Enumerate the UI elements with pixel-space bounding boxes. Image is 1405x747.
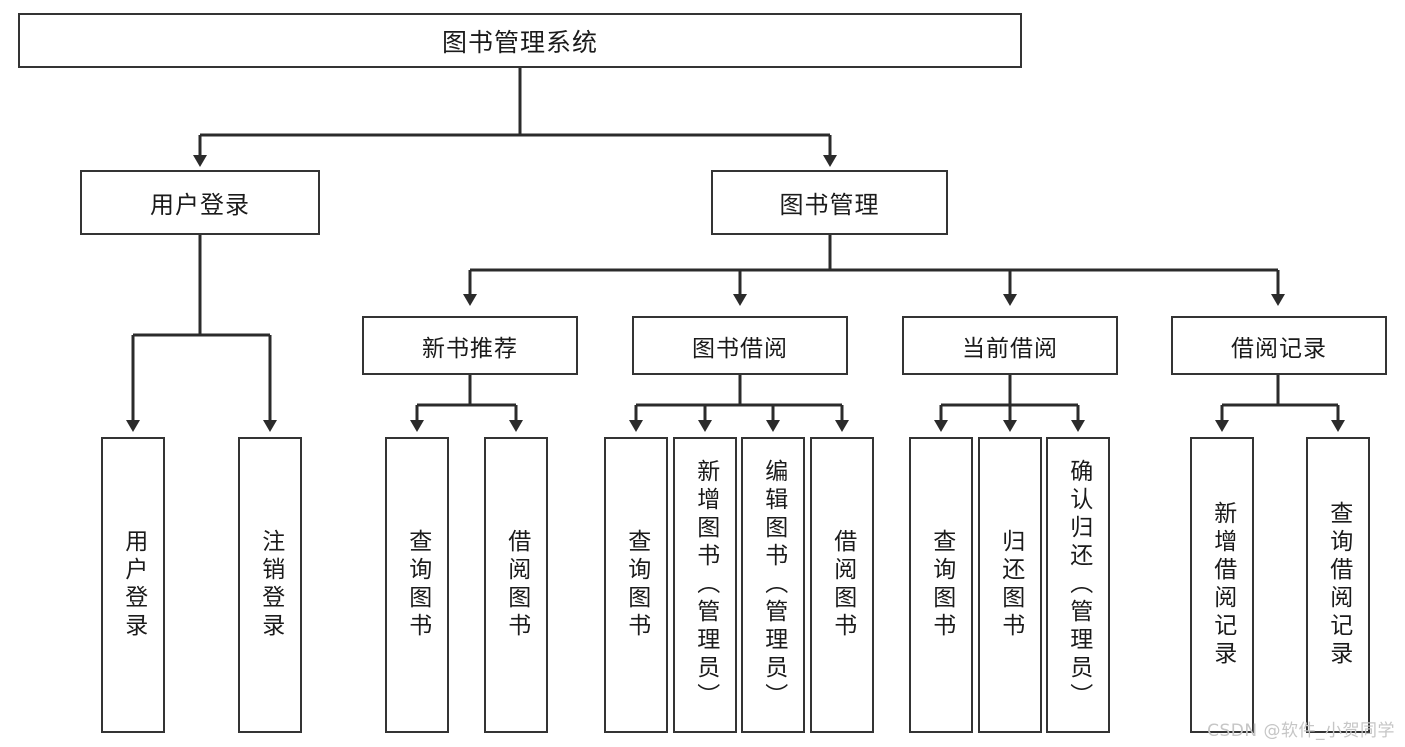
node-label: 新书推荐: [422, 335, 518, 362]
leaf-record-query-record[interactable]: 查询借阅记录: [1306, 437, 1370, 733]
node-label: 查询图书: [623, 529, 650, 641]
leaf-current-query-book[interactable]: 查询图书: [909, 437, 973, 733]
node-label: 借阅图书: [829, 529, 856, 641]
leaf-record-add-record[interactable]: 新增借阅记录: [1190, 437, 1254, 733]
node-book-management[interactable]: 图书管理: [711, 170, 948, 235]
node-label: 用户登录: [120, 529, 147, 641]
node-label: 查询图书: [928, 529, 955, 641]
node-label: 归还图书: [997, 529, 1024, 641]
node-root-system[interactable]: 图书管理系统: [18, 13, 1022, 68]
node-label: 注销登录: [257, 529, 284, 641]
node-label: 用户登录: [150, 191, 250, 219]
node-current-borrow[interactable]: 当前借阅: [902, 316, 1118, 375]
node-label: 确认归还（管理员）: [1065, 459, 1092, 711]
watermark-text: CSDN @软件_小贺同学: [1207, 721, 1395, 741]
node-new-book-recommend[interactable]: 新书推荐: [362, 316, 578, 375]
node-label: 图书管理系统: [441, 27, 598, 57]
leaf-current-return-book[interactable]: 归还图书: [978, 437, 1042, 733]
leaf-newbook-query-book[interactable]: 查询图书: [385, 437, 449, 733]
leaf-current-confirm-return-admin[interactable]: 确认归还（管理员）: [1046, 437, 1110, 733]
node-label: 编辑图书（管理员）: [760, 459, 787, 711]
leaf-borrow-borrow-book[interactable]: 借阅图书: [810, 437, 874, 733]
leaf-borrow-edit-book-admin[interactable]: 编辑图书（管理员）: [741, 437, 805, 733]
node-label: 查询借阅记录: [1325, 501, 1352, 669]
node-label: 借阅记录: [1231, 335, 1327, 362]
node-label: 借阅图书: [503, 529, 530, 641]
leaf-borrow-add-book-admin[interactable]: 新增图书（管理员）: [673, 437, 737, 733]
node-label: 当前借阅: [962, 335, 1058, 362]
leaf-user-login[interactable]: 用户登录: [101, 437, 165, 733]
node-book-borrow[interactable]: 图书借阅: [632, 316, 848, 375]
node-label: 图书借阅: [692, 335, 788, 362]
node-label: 新增借阅记录: [1209, 501, 1236, 669]
leaf-borrow-query-book[interactable]: 查询图书: [604, 437, 668, 733]
leaf-newbook-borrow-book[interactable]: 借阅图书: [484, 437, 548, 733]
node-label: 查询图书: [404, 529, 431, 641]
leaf-user-logout[interactable]: 注销登录: [238, 437, 302, 733]
node-borrow-record[interactable]: 借阅记录: [1171, 316, 1387, 375]
node-label: 新增图书（管理员）: [692, 459, 719, 711]
node-label: 图书管理: [779, 191, 880, 219]
node-user-login[interactable]: 用户登录: [80, 170, 320, 235]
